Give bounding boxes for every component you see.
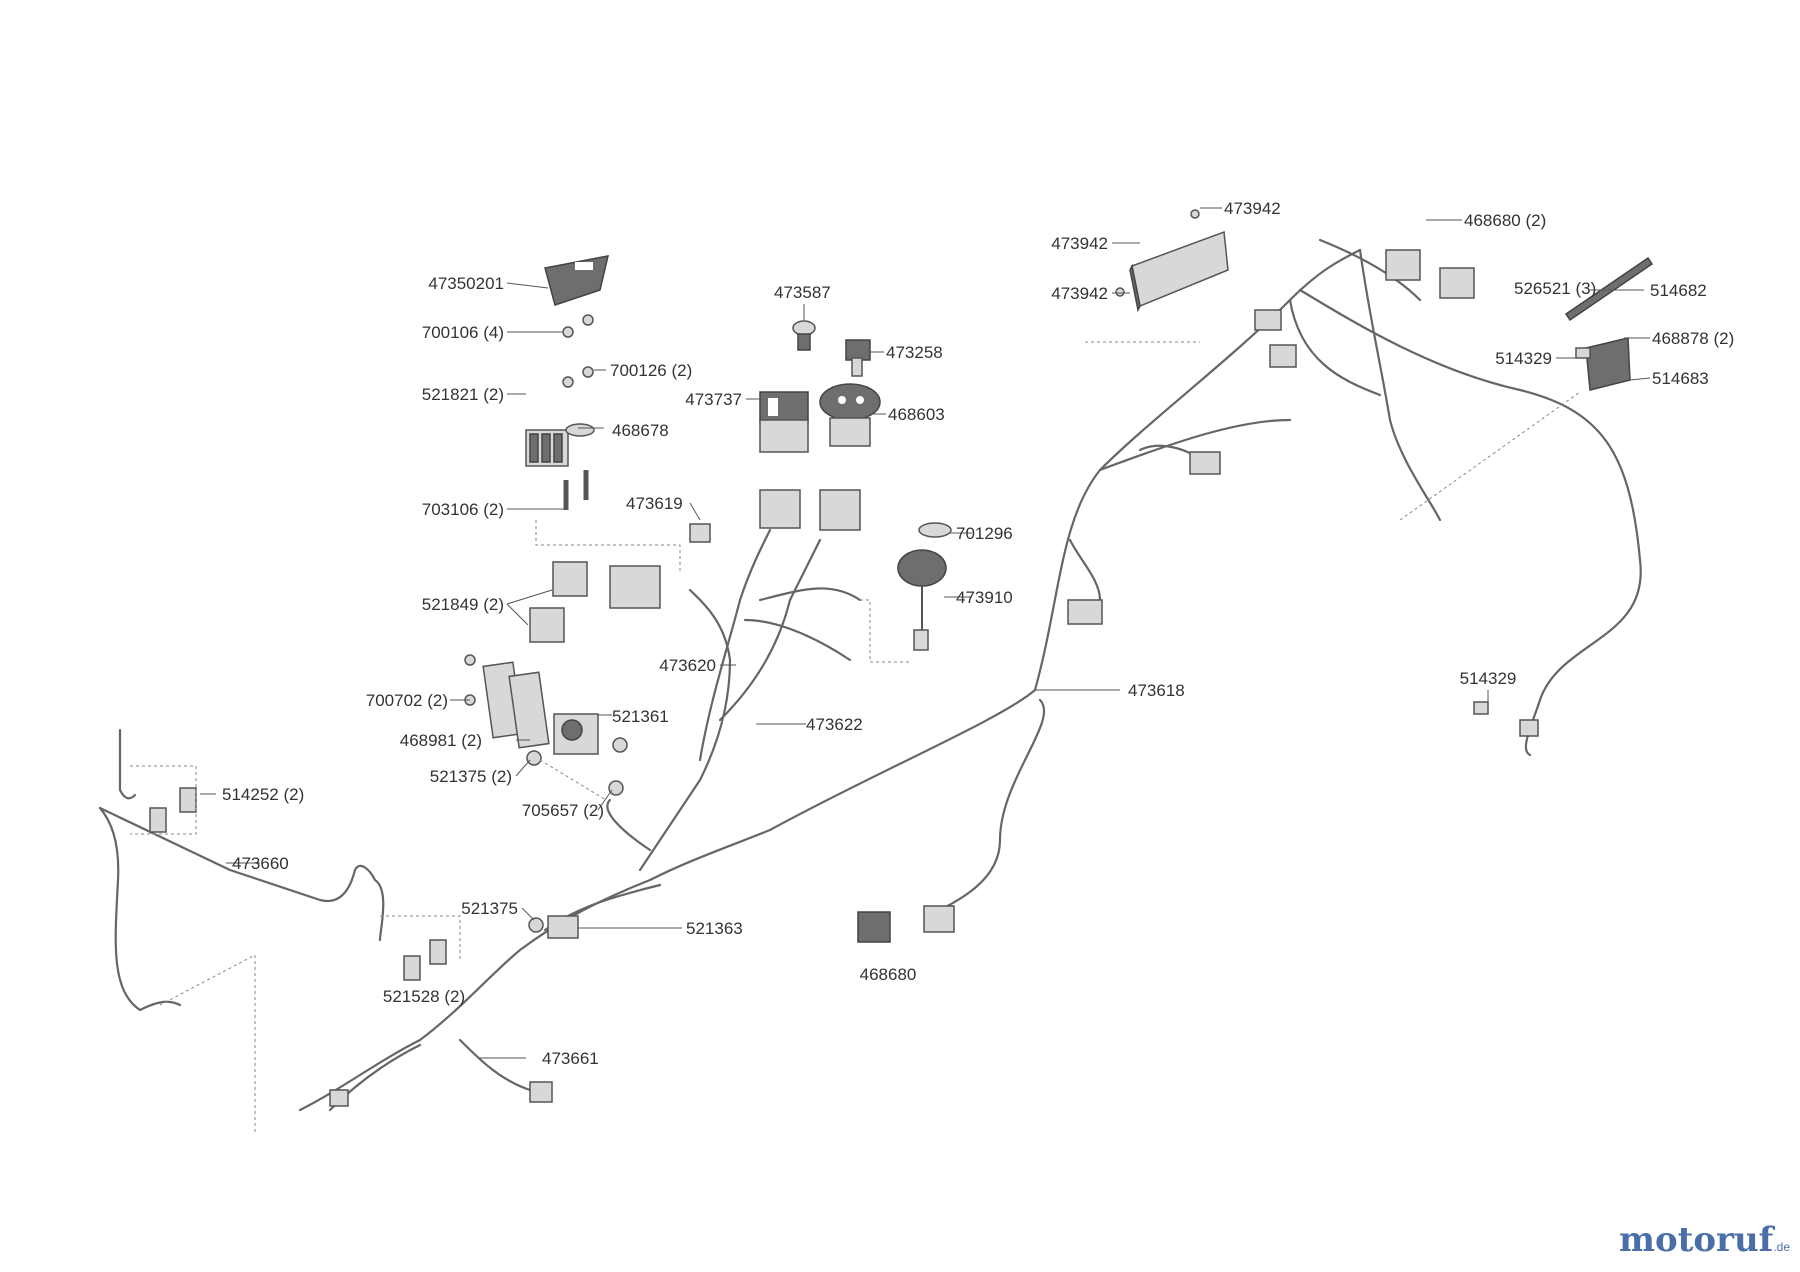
label-514252: 514252 (2) xyxy=(222,785,304,804)
part-connector-521363 xyxy=(528,915,579,939)
part-solenoid-521361 xyxy=(553,713,599,755)
label-473258: 473258 xyxy=(886,343,943,362)
part-blade-514682 xyxy=(1564,256,1654,322)
label-473942-low: 473942 xyxy=(1051,284,1108,303)
part-fuse-468678 xyxy=(565,423,595,437)
label-514683: 514683 xyxy=(1652,369,1709,388)
label-473618: 473618 xyxy=(1128,681,1185,700)
label-473737: 473737 xyxy=(685,390,742,409)
label-468981: 468981 (2) xyxy=(400,731,482,750)
label-473942-mid: 473942 xyxy=(1051,234,1108,253)
part-screws-700106 xyxy=(562,314,594,388)
part-relay-521821 xyxy=(525,429,569,467)
part-labels: 47350201 700106 (4) 700126 (2) 521821 (2… xyxy=(222,199,1734,1068)
label-705657: 705657 (2) xyxy=(522,801,604,820)
part-switch-468680 xyxy=(857,905,955,943)
label-514329-bottom: 514329 xyxy=(1460,669,1517,688)
label-526521: 526521 (3) xyxy=(1514,279,1596,298)
part-key-473258 xyxy=(845,339,871,377)
part-ring-701296 xyxy=(918,522,952,538)
part-switch-468680-pair xyxy=(1385,249,1475,299)
label-468878: 468878 (2) xyxy=(1652,329,1734,348)
part-module-473942 xyxy=(1115,209,1229,313)
label-47350201: 47350201 xyxy=(428,274,504,293)
part-module-514683 xyxy=(1585,337,1631,391)
label-514329-top: 514329 xyxy=(1495,349,1552,368)
label-473587: 473587 xyxy=(774,283,831,302)
part-connector-harness-mid xyxy=(1067,309,1297,625)
label-514682: 514682 xyxy=(1650,281,1707,300)
part-bracket-700702-468981 xyxy=(464,654,550,749)
label-700702: 700702 (2) xyxy=(366,691,448,710)
label-473942-top: 473942 xyxy=(1224,199,1281,218)
part-connector-473619 xyxy=(609,489,861,609)
part-connector-514329 xyxy=(1473,347,1591,737)
part-bolt-703106 xyxy=(563,470,589,510)
watermark-suffix: .de xyxy=(1773,1240,1790,1254)
part-connector-473661 xyxy=(329,1081,553,1107)
label-521375: 521375 xyxy=(461,899,518,918)
part-47350201 xyxy=(544,255,609,306)
label-468680: 468680 xyxy=(860,965,917,984)
label-701296: 701296 xyxy=(956,524,1013,543)
label-700106: 700106 (4) xyxy=(422,323,504,342)
label-521361: 521361 xyxy=(612,707,669,726)
harness-473660 xyxy=(98,728,385,1012)
watermark-text: motoruf xyxy=(1619,1220,1774,1260)
label-521375-2: 521375 (2) xyxy=(430,767,512,786)
part-lamp-514252 xyxy=(149,787,197,833)
part-switch-473737 xyxy=(759,391,809,453)
watermark-logo: motoruf.de xyxy=(1619,1220,1790,1260)
part-nuts-521375-705657 xyxy=(526,737,628,796)
label-468678: 468678 xyxy=(612,421,669,440)
label-473622: 473622 xyxy=(806,715,863,734)
label-473660: 473660 xyxy=(232,854,289,873)
label-521821: 521821 (2) xyxy=(422,385,504,404)
label-521849: 521849 (2) xyxy=(422,595,504,614)
part-lamp-521528 xyxy=(403,939,447,981)
label-473619: 473619 xyxy=(626,494,683,513)
label-473910: 473910 xyxy=(956,588,1013,607)
dashed-reference-lines xyxy=(130,341,1581,1132)
label-521528: 521528 (2) xyxy=(383,987,465,1006)
label-468603: 468603 xyxy=(888,405,945,424)
label-521363: 521363 xyxy=(686,919,743,938)
label-473661: 473661 xyxy=(542,1049,599,1068)
label-703106: 703106 (2) xyxy=(422,500,504,519)
part-473587 xyxy=(792,320,816,351)
label-468680-2: 468680 (2) xyxy=(1464,211,1546,230)
label-700126: 700126 (2) xyxy=(610,361,692,380)
part-sensor-473910 xyxy=(897,549,947,651)
harness-main-trunk xyxy=(298,528,862,1112)
leader-lines xyxy=(200,207,1651,1059)
part-relay-521849 xyxy=(529,561,588,643)
label-473620: 473620 xyxy=(659,656,716,675)
part-ignition-468603 xyxy=(819,383,881,447)
harness-473618 xyxy=(648,238,1642,917)
